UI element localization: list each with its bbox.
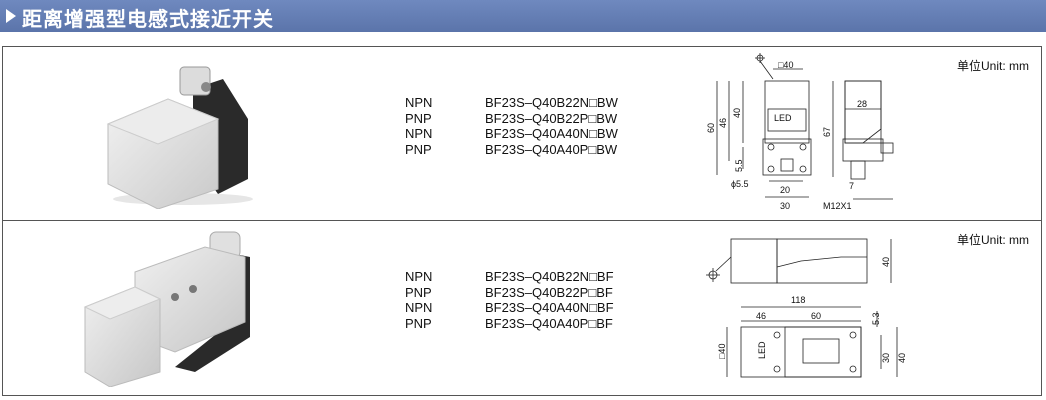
svg-text:LED: LED: [774, 113, 792, 123]
svg-text:30: 30: [780, 201, 790, 211]
dimension-drawing-bw: □40 LED 60 46 40 5.5 ϕ5.5 20 30: [706, 53, 894, 211]
svg-text:7: 7: [849, 181, 854, 191]
svg-text:40: 40: [897, 353, 907, 363]
svg-text:46: 46: [756, 311, 766, 321]
svg-text:5.3: 5.3: [871, 312, 881, 325]
svg-text:5.5: 5.5: [734, 159, 744, 172]
svg-text:40: 40: [881, 257, 891, 267]
svg-text:30: 30: [881, 353, 891, 363]
svg-text:□40: □40: [717, 344, 727, 359]
svg-text:40: 40: [732, 108, 742, 118]
svg-text:60: 60: [706, 123, 716, 133]
svg-text:M12X1: M12X1: [823, 201, 852, 211]
unit-label: 单位Unit: mm: [956, 59, 1029, 73]
section-title: 距离增强型电感式接近开关: [22, 7, 274, 31]
triangle-bullet-icon: [6, 9, 16, 23]
sensor-photo-bw: [106, 66, 253, 209]
sensor-photo-bf: [83, 231, 250, 387]
unit-label: 单位Unit: mm: [956, 233, 1029, 247]
svg-text:118: 118: [791, 295, 805, 305]
svg-text:LED: LED: [757, 341, 767, 359]
row-divider: [3, 220, 1041, 221]
svg-text:67: 67: [822, 127, 832, 137]
svg-text:46: 46: [718, 118, 728, 128]
svg-text:60: 60: [811, 311, 821, 321]
dimension-drawing-bf: 40 118 46 60 5.3 □40 LED 30 40: [706, 238, 907, 378]
section-header: 距离增强型电感式接近开关: [0, 0, 1046, 32]
svg-text:28: 28: [857, 99, 867, 109]
svg-text:ϕ5.5: ϕ5.5: [731, 179, 749, 189]
svg-text:□40: □40: [778, 60, 793, 70]
svg-text:20: 20: [780, 185, 790, 195]
